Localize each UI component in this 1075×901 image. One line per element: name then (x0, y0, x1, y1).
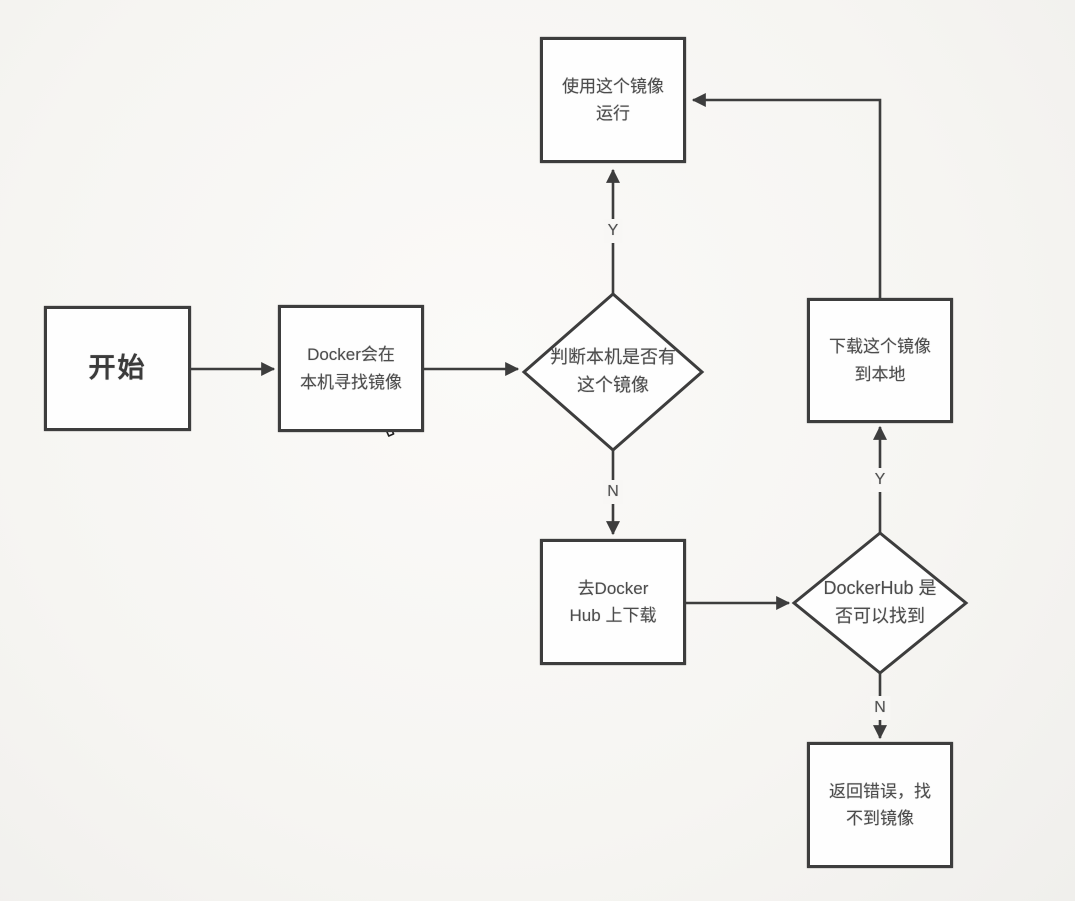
edge-label-hub-no: N (870, 696, 890, 720)
node-search-local: Docker会在 本机寻找镜像 (278, 305, 424, 432)
edge-label-hub-yes: Y (870, 468, 890, 492)
node-download-local: 下载这个镜像 到本地 (807, 298, 953, 423)
edge-label-local-no: N (603, 480, 623, 504)
node-start: 开始 (44, 306, 191, 431)
decision-hub-diamond (791, 531, 969, 675)
edge-download-local-to-run-image (691, 93, 882, 298)
node-error-not-found: 返回错误，找 不到镜像 (807, 742, 953, 868)
node-download-hub: 去Docker Hub 上下载 (540, 539, 686, 665)
node-run-image: 使用这个镜像 运行 (540, 37, 686, 163)
decision-local-diamond (521, 292, 705, 452)
edge-label-local-yes: Y (603, 219, 623, 243)
